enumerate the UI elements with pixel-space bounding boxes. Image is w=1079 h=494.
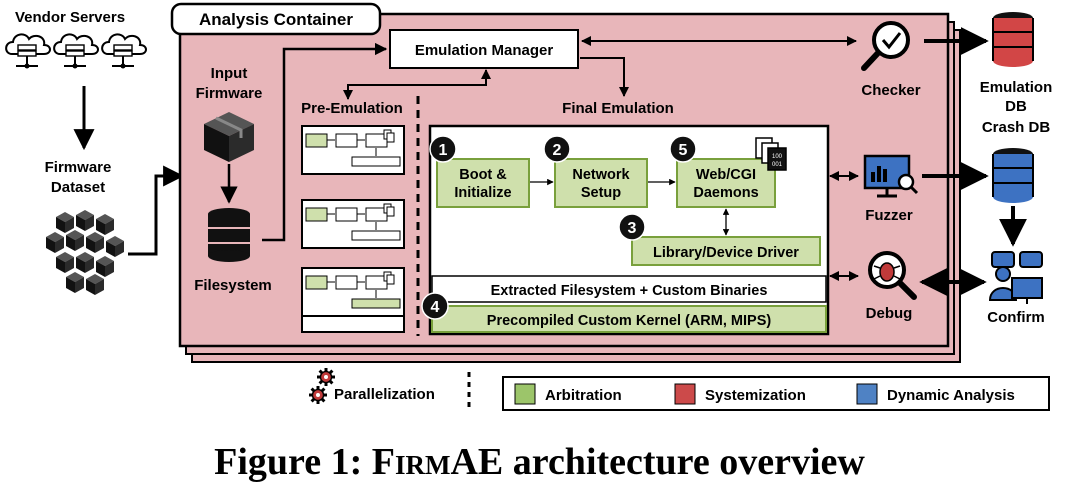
caption-system-name: FirmAE (371, 441, 504, 483)
legend-swatch-dynamic-analysis (856, 383, 878, 405)
legend-label-arbitration: Arbitration (545, 387, 622, 404)
step-badge-1: 1 (429, 135, 457, 163)
final-emulation-label: Final Emulation (562, 100, 674, 117)
vendor-server-cloud-icon (5, 33, 51, 70)
emulation-db-label-2: DB (1005, 98, 1027, 115)
architecture-diagram: Vendor Servers Firmware Dataset Analysis… (5, 2, 1053, 412)
web-cgi-daemons-label: Web/CGI (696, 167, 756, 183)
pre-emulation-attempt-2 (301, 199, 405, 249)
caption-prefix: Figure 1: (214, 441, 372, 483)
svg-text:100: 100 (772, 154, 783, 160)
legend-box (502, 376, 1050, 411)
firmware-dataset-label-2: Dataset (51, 179, 105, 196)
filesystem-to-manager-arrow (262, 42, 388, 242)
boot-initialize-box (436, 158, 530, 208)
parallelization-gear-icon (315, 366, 337, 388)
web-cgi-daemons-box (676, 158, 776, 208)
fuzzer-monitor-icon (863, 154, 919, 198)
manager-pre-emulation-arrow (343, 69, 491, 100)
svg-text:3: 3 (628, 220, 637, 237)
legend-swatch-arbitration (514, 383, 536, 405)
firmware-box-icon (204, 112, 254, 162)
boot-initialize-label-2: Initialize (454, 185, 511, 201)
vendor-server-cloud-icon (101, 33, 147, 70)
input-firmware-label: Input (211, 65, 248, 82)
pre-emulation-attempt-shadow (301, 315, 405, 333)
legend-swatch-systemization (674, 383, 696, 405)
library-device-driver-label: Library/Device Driver (653, 245, 799, 261)
svg-text:001: 001 (772, 162, 783, 168)
svg-text:1: 1 (439, 142, 448, 159)
binary-files-icon: 100 001 (755, 137, 787, 171)
svg-text:5: 5 (679, 142, 688, 159)
emulation-db-label: Emulation (980, 79, 1053, 96)
crash-db-icon (992, 148, 1034, 203)
checker-magnifier-icon (861, 21, 910, 71)
firmware-dataset-label: Firmware (45, 159, 112, 176)
manager-final-emulation-arrow (580, 57, 629, 97)
parallelization-gear-icon (307, 384, 329, 406)
legend-label-systemization: Systemization (705, 387, 806, 404)
parallelization-label: Parallelization (334, 386, 435, 403)
step-badge-3: 3 (618, 213, 646, 241)
vendor-servers-label: Vendor Servers (15, 9, 125, 26)
emulation-manager-label: Emulation Manager (415, 42, 554, 59)
debug-label: Debug (866, 305, 913, 322)
filesystem-label: Filesystem (194, 277, 272, 294)
analysis-container-title: Analysis Container (199, 10, 353, 29)
input-firmware-label-2: Firmware (196, 85, 263, 102)
fuzzer-label: Fuzzer (865, 207, 913, 224)
pre-emulation-attempt-3 (301, 267, 405, 317)
vendor-server-cloud-icon (53, 33, 99, 70)
emulation-manager-box (389, 29, 579, 69)
boot-initialize-label: Boot & (459, 167, 507, 183)
svg-text:2: 2 (553, 142, 562, 159)
emulation-db-icon (992, 12, 1034, 67)
figure-caption: Figure 1: FirmAE architecture overview (0, 440, 1079, 484)
debug-bug-icon (868, 251, 917, 300)
firmware-packages-icon (46, 210, 124, 295)
pre-emulation-label: Pre-Emulation (301, 100, 403, 117)
library-device-driver-box (631, 236, 821, 266)
network-setup-label: Network (572, 167, 630, 183)
legend-label-dynamic-analysis: Dynamic Analysis (887, 387, 1015, 404)
caption-suffix: architecture overview (503, 441, 865, 483)
analysis-container-title-box (170, 2, 382, 36)
network-setup-box (554, 158, 648, 208)
crash-db-label: Crash DB (982, 119, 1051, 136)
confirm-analyst-icon (988, 251, 1043, 304)
web-cgi-daemons-label-2: Daemons (693, 185, 758, 201)
extracted-filesystem-box (431, 275, 827, 303)
extracted-filesystem-label: Extracted Filesystem + Custom Binaries (491, 283, 768, 299)
precompiled-kernel-label: Precompiled Custom Kernel (ARM, MIPS) (487, 313, 772, 329)
step-badge-2: 2 (543, 135, 571, 163)
checker-label: Checker (861, 82, 920, 99)
filesystem-database-icon (208, 208, 250, 262)
dataset-to-container-arrow (128, 165, 185, 256)
svg-text:4: 4 (431, 299, 440, 316)
network-setup-label-2: Setup (581, 185, 621, 201)
pre-emulation-attempt-1 (301, 125, 405, 175)
precompiled-kernel-box (431, 305, 827, 333)
step-badge-4: 4 (421, 292, 449, 320)
confirm-label: Confirm (987, 309, 1045, 326)
step-badge-5: 5 (669, 135, 697, 163)
